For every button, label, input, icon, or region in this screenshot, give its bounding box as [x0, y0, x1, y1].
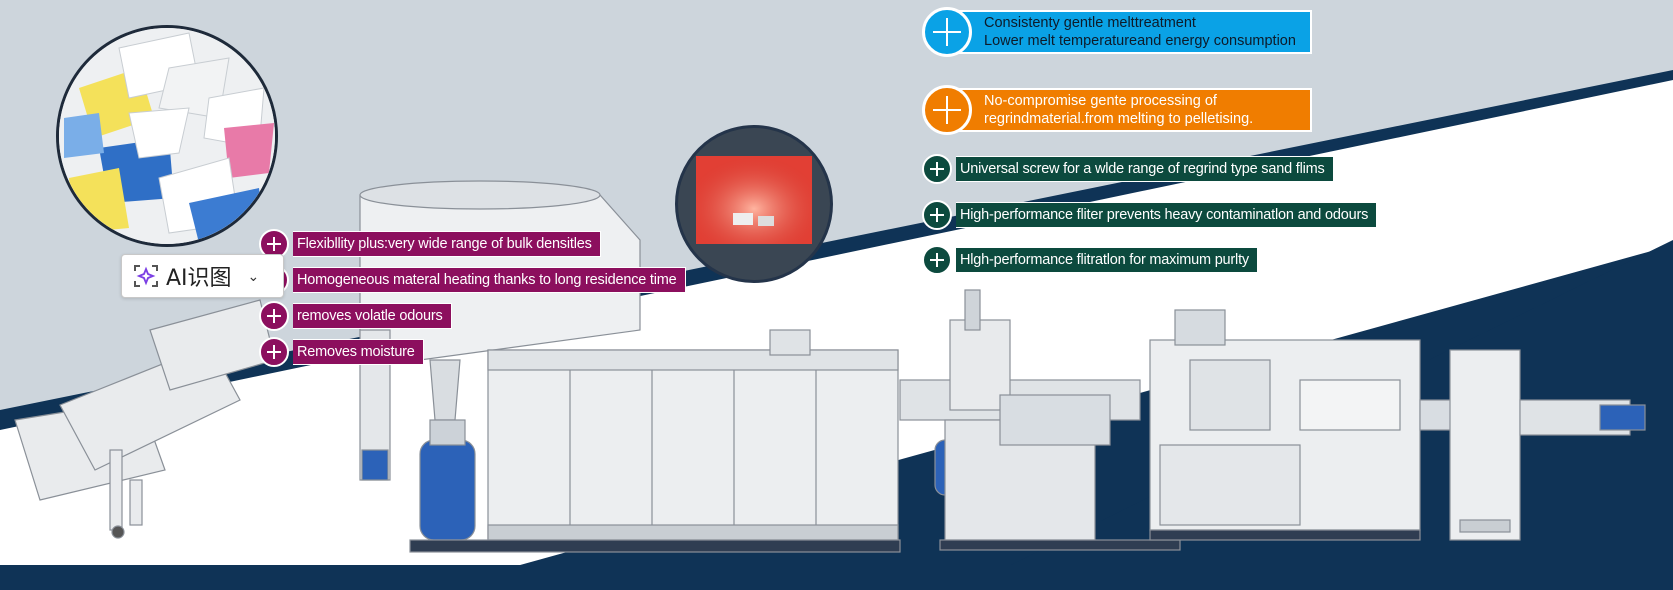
heating-chamber-photo: [675, 125, 833, 283]
sparkle-scan-icon: [132, 262, 160, 290]
feature-moisture: Removes moisture: [259, 337, 424, 367]
plus-circle-icon: [259, 301, 289, 331]
feature-volatile-odours: removes volatle odours: [259, 301, 452, 331]
plastic-flakes-photo: [56, 25, 278, 247]
feature-label: Flexibllity plus:very wide range of bulk…: [293, 231, 601, 257]
feature-line-2: regrindmaterial.from melting to pelletis…: [984, 111, 1254, 127]
feature-gentle-melt: Consistenty gentle melttreatment Lower m…: [922, 7, 1312, 57]
feature-line-1: Consistenty gentle melttreatment: [984, 15, 1196, 31]
feature-homogeneous-heating: Homogeneous materal heating thanks to lo…: [259, 265, 686, 295]
plus-circle-icon: [922, 245, 952, 275]
feature-label: Homogeneous materal heating thanks to lo…: [293, 267, 686, 293]
ai-image-recognition-button[interactable]: AI识图 ⌄: [121, 254, 284, 298]
feature-flexibility: Flexibllity plus:very wide range of bulk…: [259, 229, 601, 259]
feature-label: Removes moisture: [293, 339, 424, 365]
plus-circle-icon: [922, 154, 952, 184]
plus-circle-icon: [259, 337, 289, 367]
feature-label: Universal screw for a wlde range of regr…: [956, 156, 1334, 182]
feature-line-1: No-compromise gente processing of: [984, 93, 1217, 109]
plus-circle-icon: [922, 7, 972, 57]
feature-label: removes volatle odours: [293, 303, 452, 329]
plus-circle-icon: [922, 200, 952, 230]
feature-line-2: Lower melt temperatureand energy consump…: [984, 33, 1296, 49]
chevron-down-icon[interactable]: ⌄: [247, 267, 260, 284]
feature-universal-screw: Universal screw for a wlde range of regr…: [922, 154, 1334, 184]
feature-gentle-processing: No-compromise gente processing of regrin…: [922, 85, 1312, 135]
feature-label: Hlgh-performance flitratlon for maximum …: [956, 247, 1258, 273]
feature-filter-contamination: High-performance fliter prevents heavy c…: [922, 200, 1378, 230]
plus-circle-icon: [922, 85, 972, 135]
feature-filtration-purity: Hlgh-performance flitratlon for maximum …: [922, 245, 1258, 275]
feature-label: High-performance fliter prevents heavy c…: [956, 202, 1378, 228]
ai-widget-label: AI识图: [166, 266, 232, 291]
